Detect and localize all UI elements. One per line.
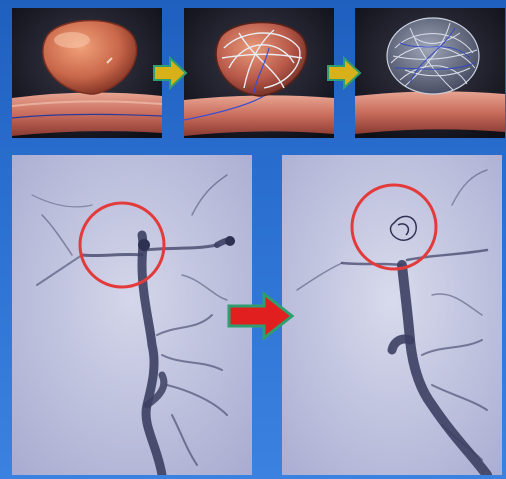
illustration-panel-aneurysm [12, 8, 162, 138]
arrow-right-icon-bottom [226, 290, 296, 342]
arrow-right-icon-top-2 [326, 56, 362, 90]
illustration-panel-coil-deployment [184, 8, 334, 138]
illustration-panel-coil-filled [355, 8, 505, 138]
angiogram-after [282, 155, 502, 475]
angiogram-before [12, 155, 252, 475]
arrow-right-icon-top-1 [152, 56, 188, 90]
